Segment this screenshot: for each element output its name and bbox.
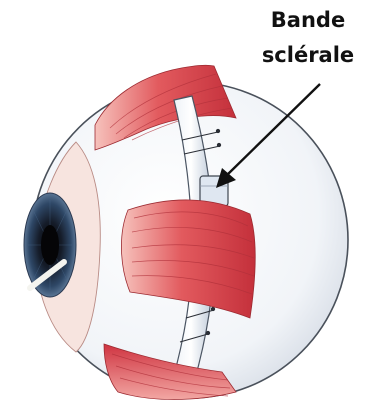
pupil — [41, 225, 59, 265]
label-bande: Bande — [238, 10, 378, 31]
label-sclerale: sclérale — [238, 45, 378, 66]
